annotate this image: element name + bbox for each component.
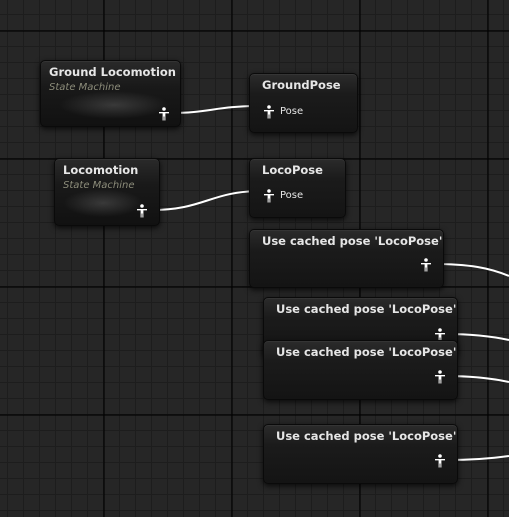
node-title: Use cached pose 'LocoPose' [276,345,457,359]
node-preview-glow [59,91,169,119]
node-title: Locomotion [63,163,139,177]
save-cached-pose-node-locopose[interactable]: LocoPose Pose [249,158,346,218]
use-cached-pose-node-4[interactable]: Use cached pose 'LocoPose' [263,424,458,484]
node-title: Use cached pose 'LocoPose' [276,302,457,316]
node-subtitle: State Machine [63,180,135,191]
pin-label: Pose [280,106,304,117]
node-title: Ground Locomotion [49,65,176,79]
node-title: GroundPose [262,78,341,92]
person-pose-icon[interactable] [263,105,275,119]
use-cached-pose-node-1[interactable]: Use cached pose 'LocoPose' [249,229,444,288]
person-pose-icon[interactable] [420,258,432,272]
node-title: Use cached pose 'LocoPose' [262,234,443,248]
person-pose-icon[interactable] [136,204,148,218]
person-pose-icon[interactable] [158,107,170,121]
state-machine-node-locomotion[interactable]: Locomotion State Machine [54,158,160,226]
person-pose-icon[interactable] [263,189,275,203]
pin-label: Pose [280,190,304,201]
save-cached-pose-node-groundpose[interactable]: GroundPose Pose [249,73,358,133]
node-title: LocoPose [262,163,323,177]
node-preview-glow [63,189,143,217]
wire-locomotion-to-locopose[interactable] [150,190,263,211]
person-pose-icon[interactable] [434,370,446,384]
state-machine-node-ground-locomotion[interactable]: Ground Locomotion State Machine [40,60,181,127]
node-title: Use cached pose 'LocoPose' [276,429,457,443]
node-subtitle: State Machine [49,82,121,93]
use-cached-pose-node-3[interactable]: Use cached pose 'LocoPose' [263,340,458,400]
person-pose-icon[interactable] [434,328,446,342]
person-pose-icon[interactable] [434,454,446,468]
